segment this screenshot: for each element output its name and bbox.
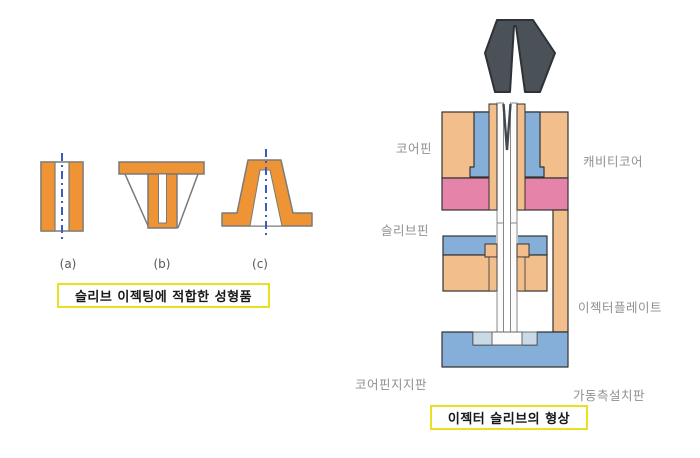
sleeve-pin-walls xyxy=(488,103,526,211)
cavity-core-label: 캐비티코어 xyxy=(583,154,644,169)
shape-a-cylinder xyxy=(40,153,84,243)
shape-b-label: (b) xyxy=(153,257,171,271)
shape-a-label: (a) xyxy=(59,257,77,271)
core-pin-label: 코어핀 xyxy=(395,141,432,156)
sleeve-pin-flange xyxy=(484,243,530,292)
core-pin-foot xyxy=(491,331,523,346)
molded-product-shape xyxy=(484,19,556,93)
right-figure-caption: 이젝터 슬리브의 형상 xyxy=(430,405,588,430)
shape-c-label: (c) xyxy=(252,257,268,271)
cavity-v-line xyxy=(502,103,512,151)
shape-c-cap xyxy=(221,149,313,238)
movable-side-mounting-plate-label: 가동측설치판 xyxy=(573,388,646,403)
core-pin-support-plate-label: 코어핀지지판 xyxy=(355,377,428,392)
sleeve-pin-label: 슬리브핀 xyxy=(381,223,430,238)
left-figure-caption: 슬리브 이젝팅에 적합한 성형품 xyxy=(57,283,270,308)
shape-b-boss xyxy=(118,161,205,229)
ejector-plate-label: 이젝터플레이트 xyxy=(578,300,663,315)
spacer-block-right xyxy=(552,209,569,333)
